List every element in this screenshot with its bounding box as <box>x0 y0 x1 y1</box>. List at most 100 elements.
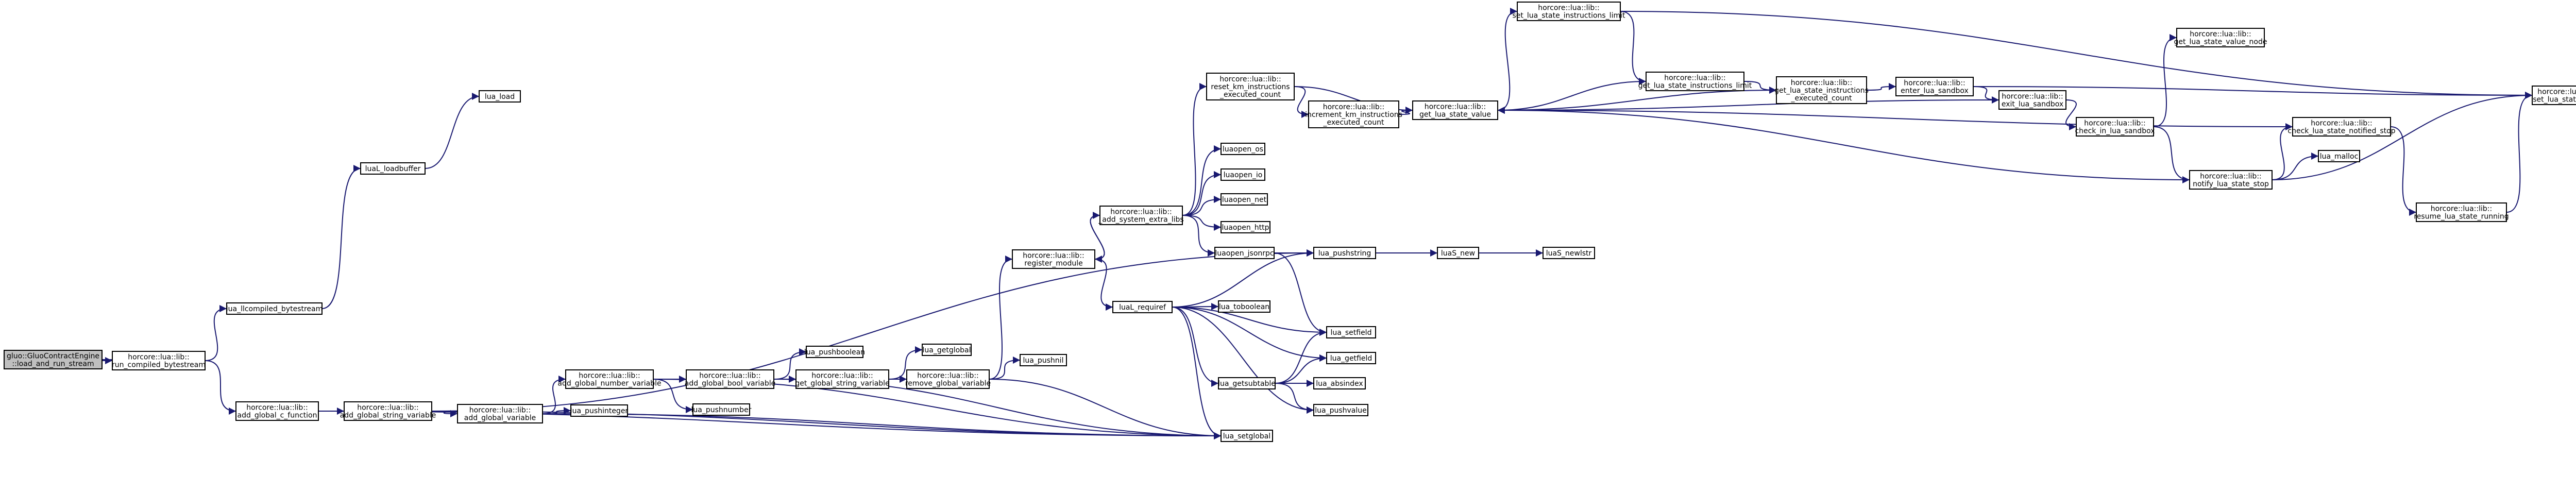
node-box <box>457 404 543 423</box>
node-box <box>692 403 750 416</box>
edge-add_string-to-lua_setglobal <box>431 411 1222 439</box>
node-check_notified[interactable]: horcore::lua::lib::check_lua_state_notif… <box>2287 117 2396 137</box>
node-box <box>1895 77 1974 96</box>
node-increment_km[interactable]: horcore::lua::lib::increment_km_instruct… <box>1305 100 1402 128</box>
node-exit_sandbox[interactable]: horcore::lua::lib::exit_lua_sandbox <box>1998 90 2066 110</box>
node-lual_loadbuffer[interactable]: luaL_loadbuffer <box>360 162 426 175</box>
node-lua_absindex[interactable]: lua_absindex <box>1313 377 1366 389</box>
node-add_variable[interactable]: horcore::lua::lib::add_global_variable <box>457 404 543 423</box>
node-open_io[interactable]: luaopen_io <box>1221 168 1265 181</box>
node-add_bool[interactable]: horcore::lua::lib::add_global_bool_varia… <box>685 369 775 389</box>
node-get_string[interactable]: horcore::lua::lib::get_global_string_var… <box>795 369 890 389</box>
node-open_jsonrpc[interactable]: luaopen_jsonrpc <box>1214 247 1275 259</box>
edge-get_exec_count-to-enter_sandbox <box>1866 83 1896 91</box>
node-box <box>1313 247 1376 259</box>
node-label: add_global_variable <box>464 414 536 422</box>
node-label: lua_toboolean <box>1219 303 1269 311</box>
node-lua_pushnumber[interactable]: lua_pushnumber <box>691 403 752 416</box>
node-label: horcore::lua::lib:: <box>917 372 979 380</box>
node-label: check_in_lua_sandbox <box>2075 127 2155 135</box>
node-reset_km[interactable]: horcore::lua::lib::reset_km_instructions… <box>1206 73 1295 100</box>
node-set_limit[interactable]: horcore::lua::lib::set_lua_state_instruc… <box>1513 2 1625 21</box>
edge-root-to-run_compiled <box>101 357 113 364</box>
node-label: lua_pushstring <box>1318 249 1371 258</box>
node-label: lua_setfield <box>1331 329 1372 337</box>
node-label: lua_malloc <box>2320 152 2359 161</box>
edge-lual_require-to-lua_gettable <box>1172 307 1219 387</box>
node-lua_malloc[interactable]: lua_malloc <box>2318 150 2360 162</box>
edge-register_module-to-lual_require <box>1094 259 1113 311</box>
node-box <box>1221 430 1273 442</box>
node-lua_getfield[interactable]: lua_getfield <box>1326 352 1376 364</box>
node-label: exit_lua_sandbox <box>2002 100 2063 109</box>
node-add_system_libs[interactable]: horcore::lua::lib::_add_system_extra_lib… <box>1098 206 1184 225</box>
node-open_net[interactable]: luaopen_net <box>1221 193 1268 206</box>
node-run_compiled[interactable]: horcore::lua::lib::run_compiled_bytestre… <box>112 351 206 370</box>
edge-check_notified-to-get_state_value <box>1497 107 2293 127</box>
node-box <box>1099 206 1183 225</box>
node-lual_require[interactable]: luaL_requiref <box>1112 301 1173 313</box>
edge-add_system_libs-to-open_jsonrpc <box>1182 215 1215 257</box>
edge-lual_require-to-lua_pushstring <box>1172 249 1314 308</box>
node-add_string[interactable]: horcore::lua::lib::add_global_string_var… <box>340 401 436 421</box>
node-lua_loadbuf[interactable]: lua_llcompiled_bytestream <box>226 302 323 315</box>
node-resume_running[interactable]: horcore::lua::lib::resume_lua_state_runn… <box>2414 202 2509 222</box>
node-label: enter_lua_sandbox <box>1901 87 1969 95</box>
node-luaS_newlstr[interactable]: luaS_newlstr <box>1543 247 1595 259</box>
node-get_exec_count[interactable]: horcore::lua::lib::get_lua_state_instruc… <box>1774 76 1869 104</box>
edge-lual_require-to-lua_pushvalue <box>1172 307 1314 414</box>
node-add_c_function[interactable]: horcore::lua::lib::add_global_c_function <box>235 401 319 421</box>
node-get_limit[interactable]: horcore::lua::lib::get_lua_state_instruc… <box>1638 72 1752 91</box>
node-box <box>1646 72 1744 91</box>
node-box <box>112 351 206 370</box>
node-label: lua_pushvalue <box>1315 406 1367 415</box>
node-check_sandbox[interactable]: horcore::lua::lib::check_in_lua_sandbox <box>2075 117 2155 137</box>
node-lua_setfield[interactable]: lua_setfield <box>1326 326 1376 338</box>
node-add_number[interactable]: horcore::lua::lib::add_global_number_var… <box>557 369 662 389</box>
node-box <box>1221 193 1268 206</box>
node-remove_var[interactable]: horcore::lua::lib::remove_global_variabl… <box>905 369 991 389</box>
node-label: horcore::lua::lib:: <box>811 372 873 380</box>
edge-check_sandbox-to-get_value_node <box>2153 34 2177 127</box>
node-box <box>1998 90 2066 110</box>
node-lua_pushnil[interactable]: lua_pushnil <box>1020 354 1067 366</box>
node-lua_gettable[interactable]: lua_getsubtable <box>1218 377 1276 389</box>
edge-exit_sandbox-to-check_sandbox <box>2065 99 2077 130</box>
node-label: horcore::lua::lib:: <box>1538 4 1600 12</box>
node-open_http[interactable]: luaopen_http <box>1221 221 1270 233</box>
edge-layer <box>101 8 2533 439</box>
edge-add_string-to-lua_pushstring <box>431 249 1314 412</box>
edge-remove_var-to-lua_setglobal <box>989 379 1222 439</box>
node-lua_pushinteger[interactable]: lua_pushinteger <box>570 404 629 417</box>
node-box <box>1214 247 1275 259</box>
node-get_value_node[interactable]: horcore::lua::lib::get_lua_state_value_n… <box>2174 28 2267 47</box>
node-label: lua_pushboolean <box>804 348 865 357</box>
node-box <box>2292 117 2391 137</box>
node-lua_load[interactable]: lua_load <box>479 90 521 103</box>
node-lua_toboolean[interactable]: lua_toboolean <box>1218 300 1270 313</box>
node-set_state_value[interactable]: horcore::lua::lib::set_lua_state_value <box>2532 86 2576 105</box>
node-notify_stop[interactable]: horcore::lua::lib::notify_lua_state_stop <box>2189 170 2273 190</box>
node-lua_setglobal[interactable]: lua_setglobal <box>1221 430 1273 442</box>
node-label: lua_getglobal <box>922 346 971 354</box>
node-box <box>344 401 432 421</box>
node-label: luaopen_io <box>1224 171 1263 179</box>
node-box <box>1326 326 1376 338</box>
node-box <box>1221 221 1270 233</box>
node-luaS_new[interactable]: luaS_new <box>1437 247 1479 259</box>
node-lua_pushboolean[interactable]: lua_pushboolean <box>804 346 865 358</box>
node-register_module[interactable]: horcore::lua::lib::register_module <box>1012 249 1095 269</box>
node-label: horcore::lua::lib:: <box>1323 103 1385 111</box>
node-lua_pushstring[interactable]: lua_pushstring <box>1313 247 1376 259</box>
node-label: lua_pushinteger <box>570 407 629 415</box>
edge-add_number-to-lua_pushnumber <box>653 379 693 413</box>
node-lua_getglobal[interactable]: lua_getglobal <box>922 344 972 356</box>
node-lua_pushvalue[interactable]: lua_pushvalue <box>1313 404 1368 416</box>
node-label: lua_load <box>485 93 515 101</box>
node-get_state_value[interactable]: horcore::lua::lib::get_lua_state_value <box>1412 100 1498 120</box>
node-label: lua_getsubtable <box>1218 380 1276 388</box>
node-open_os[interactable]: luaopen_os <box>1221 143 1265 155</box>
node-root[interactable]: gluo::GluoContractEngine::load_and_run_s… <box>4 350 103 369</box>
node-enter_sandbox[interactable]: horcore::lua::lib::enter_lua_sandbox <box>1895 77 1974 96</box>
